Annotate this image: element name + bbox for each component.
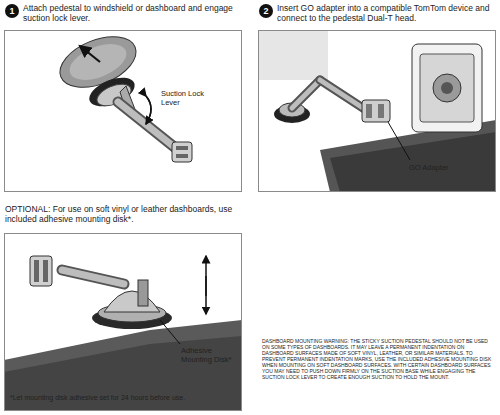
instruction-panel: 1Attach pedestal to windshield or dashbo… <box>4 30 242 192</box>
step-instruction: Insert GO adapter into a compatible TomT… <box>277 3 495 23</box>
step-number: 2 <box>259 4 273 18</box>
callout-label: *Let mounting disk adhesive set for 24 h… <box>10 394 238 402</box>
warning-note: DASHBOARD MOUNTING WARNING: THE STICKY S… <box>262 338 496 380</box>
adhesive-disk-illustration <box>4 256 242 411</box>
instruction-panel: OPTIONAL: For use on soft vinyl or leath… <box>4 233 242 411</box>
step-instruction: Attach pedestal to windshield or dashboa… <box>23 3 241 23</box>
instruction-panel: 2Insert GO adapter into a compatible Tom… <box>258 30 496 192</box>
device-illustration-2 <box>258 30 496 192</box>
step-number: 1 <box>5 4 19 18</box>
callout-label: Suction Lock Lever <box>161 89 221 107</box>
callout-label: GO Adapter <box>409 163 469 172</box>
step-instruction: OPTIONAL: For use on soft vinyl or leath… <box>5 204 241 224</box>
callout-label: Adhesive Mounting Disk* <box>181 346 239 364</box>
